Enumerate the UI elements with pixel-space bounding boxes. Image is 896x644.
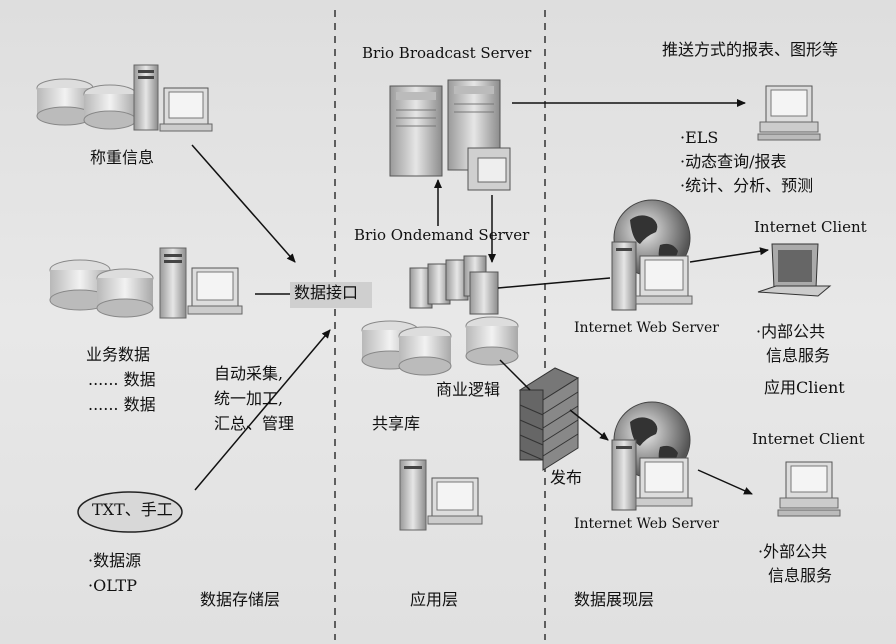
business-data-label: 业务数据: [86, 345, 151, 364]
txt-source-label: TXT、手工: [92, 500, 173, 519]
layer-presentation-label: 数据展现层: [574, 590, 655, 609]
web-server-1-label: Internet Web Server: [574, 320, 719, 336]
origin-item-1: ·数据源: [88, 551, 142, 570]
process-line-1: 自动采集,: [214, 364, 284, 383]
client-1-label: Internet Client: [754, 218, 867, 236]
business-computer-icon: [159, 247, 243, 319]
web-server-2-icon: [611, 401, 693, 511]
line-sharedb-to-firewall: [499, 359, 531, 391]
origin-item-2: ·OLTP: [88, 576, 137, 595]
business-logic-label: 商业逻辑: [436, 380, 501, 399]
ondemand-server-icon: [409, 255, 499, 315]
data-interface-label: 数据接口: [294, 283, 359, 302]
txt-source-ellipse: [77, 491, 183, 533]
process-line-2: 统一加工,: [214, 389, 284, 408]
weighing-label: 称重信息: [90, 148, 155, 167]
layer-storage-label: 数据存储层: [200, 590, 281, 609]
push-computer-icon: [757, 85, 821, 141]
client-1-item-1: ·内部公共: [756, 322, 826, 341]
app-client-label: 应用Client: [764, 378, 845, 397]
push-title-label: 推送方式的报表、图形等: [662, 40, 839, 59]
shared-db-icon: [361, 316, 519, 376]
arrow-firewall-to-webserver2: [569, 409, 609, 441]
line-ondemand-to-webserver1: [497, 277, 611, 289]
business-db-icon: [49, 259, 154, 318]
web-server-2-label: Internet Web Server: [574, 516, 719, 532]
process-line-3: 汇总、管理: [214, 414, 295, 433]
layer-application-label: 应用层: [410, 590, 459, 609]
push-item-2: ·动态查询/报表: [680, 152, 787, 171]
push-item-3: ·统计、分析、预测: [680, 176, 814, 195]
publish-label: 发布: [550, 468, 583, 487]
ondemand-server-label: Brio Ondemand Server: [354, 226, 530, 244]
broadcast-server-icon: [389, 79, 511, 191]
client-2-item-1: ·外部公共: [758, 542, 828, 561]
laptop-client-icon: [757, 243, 832, 297]
client-2-computer-icon: [777, 461, 841, 517]
firewall-icon: [518, 367, 580, 471]
weighing-computer-icon: [133, 64, 213, 132]
client-2-item-2: 信息服务: [768, 566, 833, 585]
data-interface-box: [290, 282, 372, 308]
arrow-webserver2-to-client2: [697, 469, 753, 495]
arrow-webserver1-to-client1: [689, 247, 769, 263]
shared-db-label: 共享库: [372, 414, 421, 433]
client-2-label: Internet Client: [752, 430, 865, 448]
app-server-icon: [399, 459, 483, 531]
client-1-item-2: 信息服务: [766, 346, 831, 365]
arrow-txt-to-interface: [194, 329, 331, 491]
weighing-db-icon: [36, 78, 137, 130]
push-item-1: ·ELS: [680, 128, 719, 147]
web-server-1-icon: [611, 199, 693, 311]
business-data-line-2: ...... 数据: [88, 370, 156, 389]
broadcast-server-label: Brio Broadcast Server: [362, 44, 532, 62]
arrow-weighing-to-interface: [191, 144, 296, 263]
business-data-line-3: ...... 数据: [88, 395, 156, 414]
